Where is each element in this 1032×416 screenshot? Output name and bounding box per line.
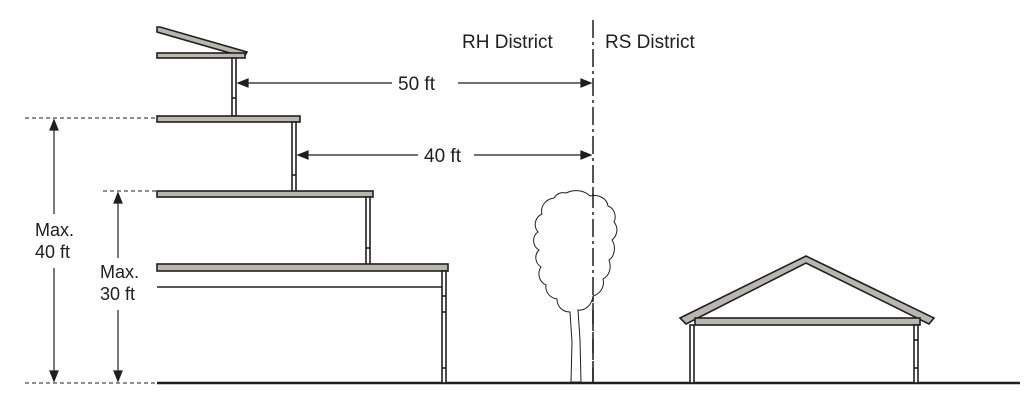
height-dimension-30 [113,191,123,383]
roof-slab-level-2 [156,263,449,384]
rh-district-label: RH District [462,32,553,53]
setback-dimension-50 [236,78,593,88]
top-pitched-roof [156,26,249,117]
rh-stepped-building [156,26,449,384]
rs-single-family-house [678,255,936,384]
roof-slab-level-3 [156,190,374,267]
roof-slab-level-4 [156,115,301,193]
height-dimension-40 [49,118,59,383]
height-label-30-line2: 30 ft [100,284,135,304]
setback-label-50: 50 ft [398,74,436,95]
height-label-30-line1: Max. [100,262,139,282]
rs-district-label: RS District [605,32,695,53]
setback-dimension-40 [296,150,593,160]
height-label-40-line1: Max. [35,220,74,240]
tree-icon [533,190,618,383]
height-label-40-line2: 40 ft [35,242,70,262]
setback-label-40: 40 ft [424,146,462,167]
